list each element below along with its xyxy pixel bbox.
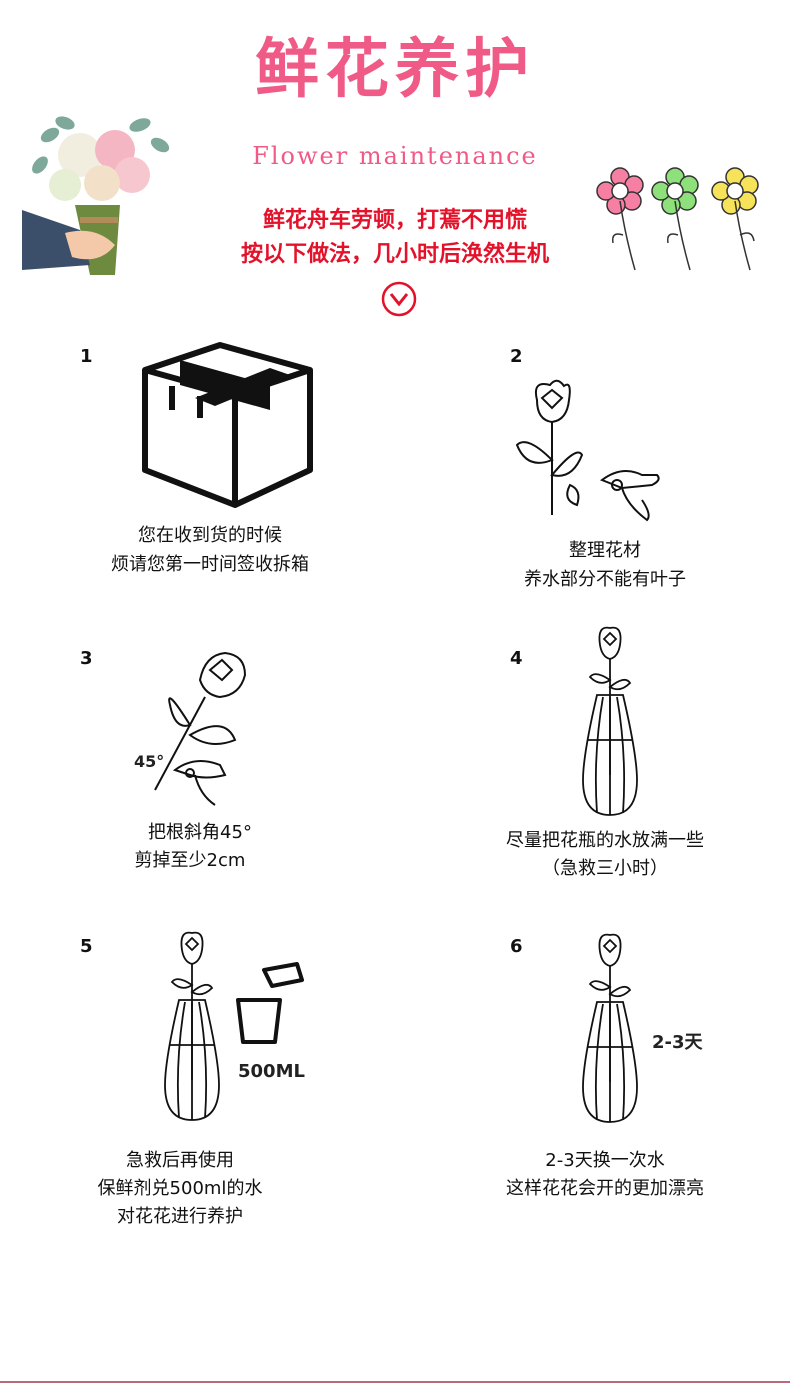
step-6-caption-line-2: 这样花花会开的更加漂亮 [506, 1178, 704, 1199]
step-5-number: 5 [80, 936, 93, 957]
step-3-caption-line-2: 剪掉至少2cm [134, 850, 246, 871]
bouquet-illustration [22, 116, 170, 275]
slogan-line-2: 按以下做法，几小时后涣然生机 [240, 242, 549, 267]
three-flowers-illustration [596, 167, 759, 271]
cup-and-sachet-icon [236, 962, 304, 1044]
step-3-number: 3 [80, 648, 93, 669]
chevron-down-icon [381, 281, 417, 317]
step-2-caption-line-2: 养水部分不能有叶子 [524, 569, 686, 590]
volume-label: 500ML [238, 1061, 305, 1082]
step-5-caption-line-3: 对花花进行养护 [117, 1206, 243, 1227]
step-3-caption-line-1: 把根斜角45° [148, 822, 252, 843]
step-6-caption-line-1: 2-3天换一次水 [545, 1150, 665, 1171]
step-4-caption-line-1: 尽量把花瓶的水放满一些 [506, 830, 704, 851]
days-label: 2-3天 [652, 1032, 703, 1053]
step-6-number: 6 [510, 936, 523, 957]
rose-stem-cut-icon [154, 651, 247, 806]
vase-with-rose-icon [164, 931, 220, 1121]
rose-and-scissors-icon [515, 379, 660, 522]
box-icon [142, 342, 313, 508]
step-4-number: 4 [510, 648, 523, 669]
page-subtitle: Flower maintenance [252, 142, 538, 170]
step-1-caption-line-1: 您在收到货的时候 [138, 525, 282, 546]
vase-with-rose-icon [582, 933, 638, 1123]
step-2-number: 2 [510, 346, 523, 367]
step-5-caption-line-2: 保鲜剂兑500ml的水 [97, 1178, 263, 1199]
slogan-line-1: 鲜花舟车劳顿，打蔫不用慌 [262, 208, 527, 233]
bottom-divider [0, 1381, 790, 1383]
step-1-caption-line-2: 烦请您第一时间签收拆箱 [111, 554, 309, 575]
step-1-number: 1 [80, 346, 93, 367]
vase-with-rose-icon [582, 626, 638, 816]
step-5-caption-line-1: 急救后再使用 [126, 1150, 234, 1171]
angle-label: 45° [134, 752, 165, 771]
step-4-caption-line-2: （急救三小时） [542, 858, 668, 879]
step-2-caption-line-1: 整理花材 [569, 540, 641, 561]
page-title: 鲜花养护 [255, 33, 535, 107]
